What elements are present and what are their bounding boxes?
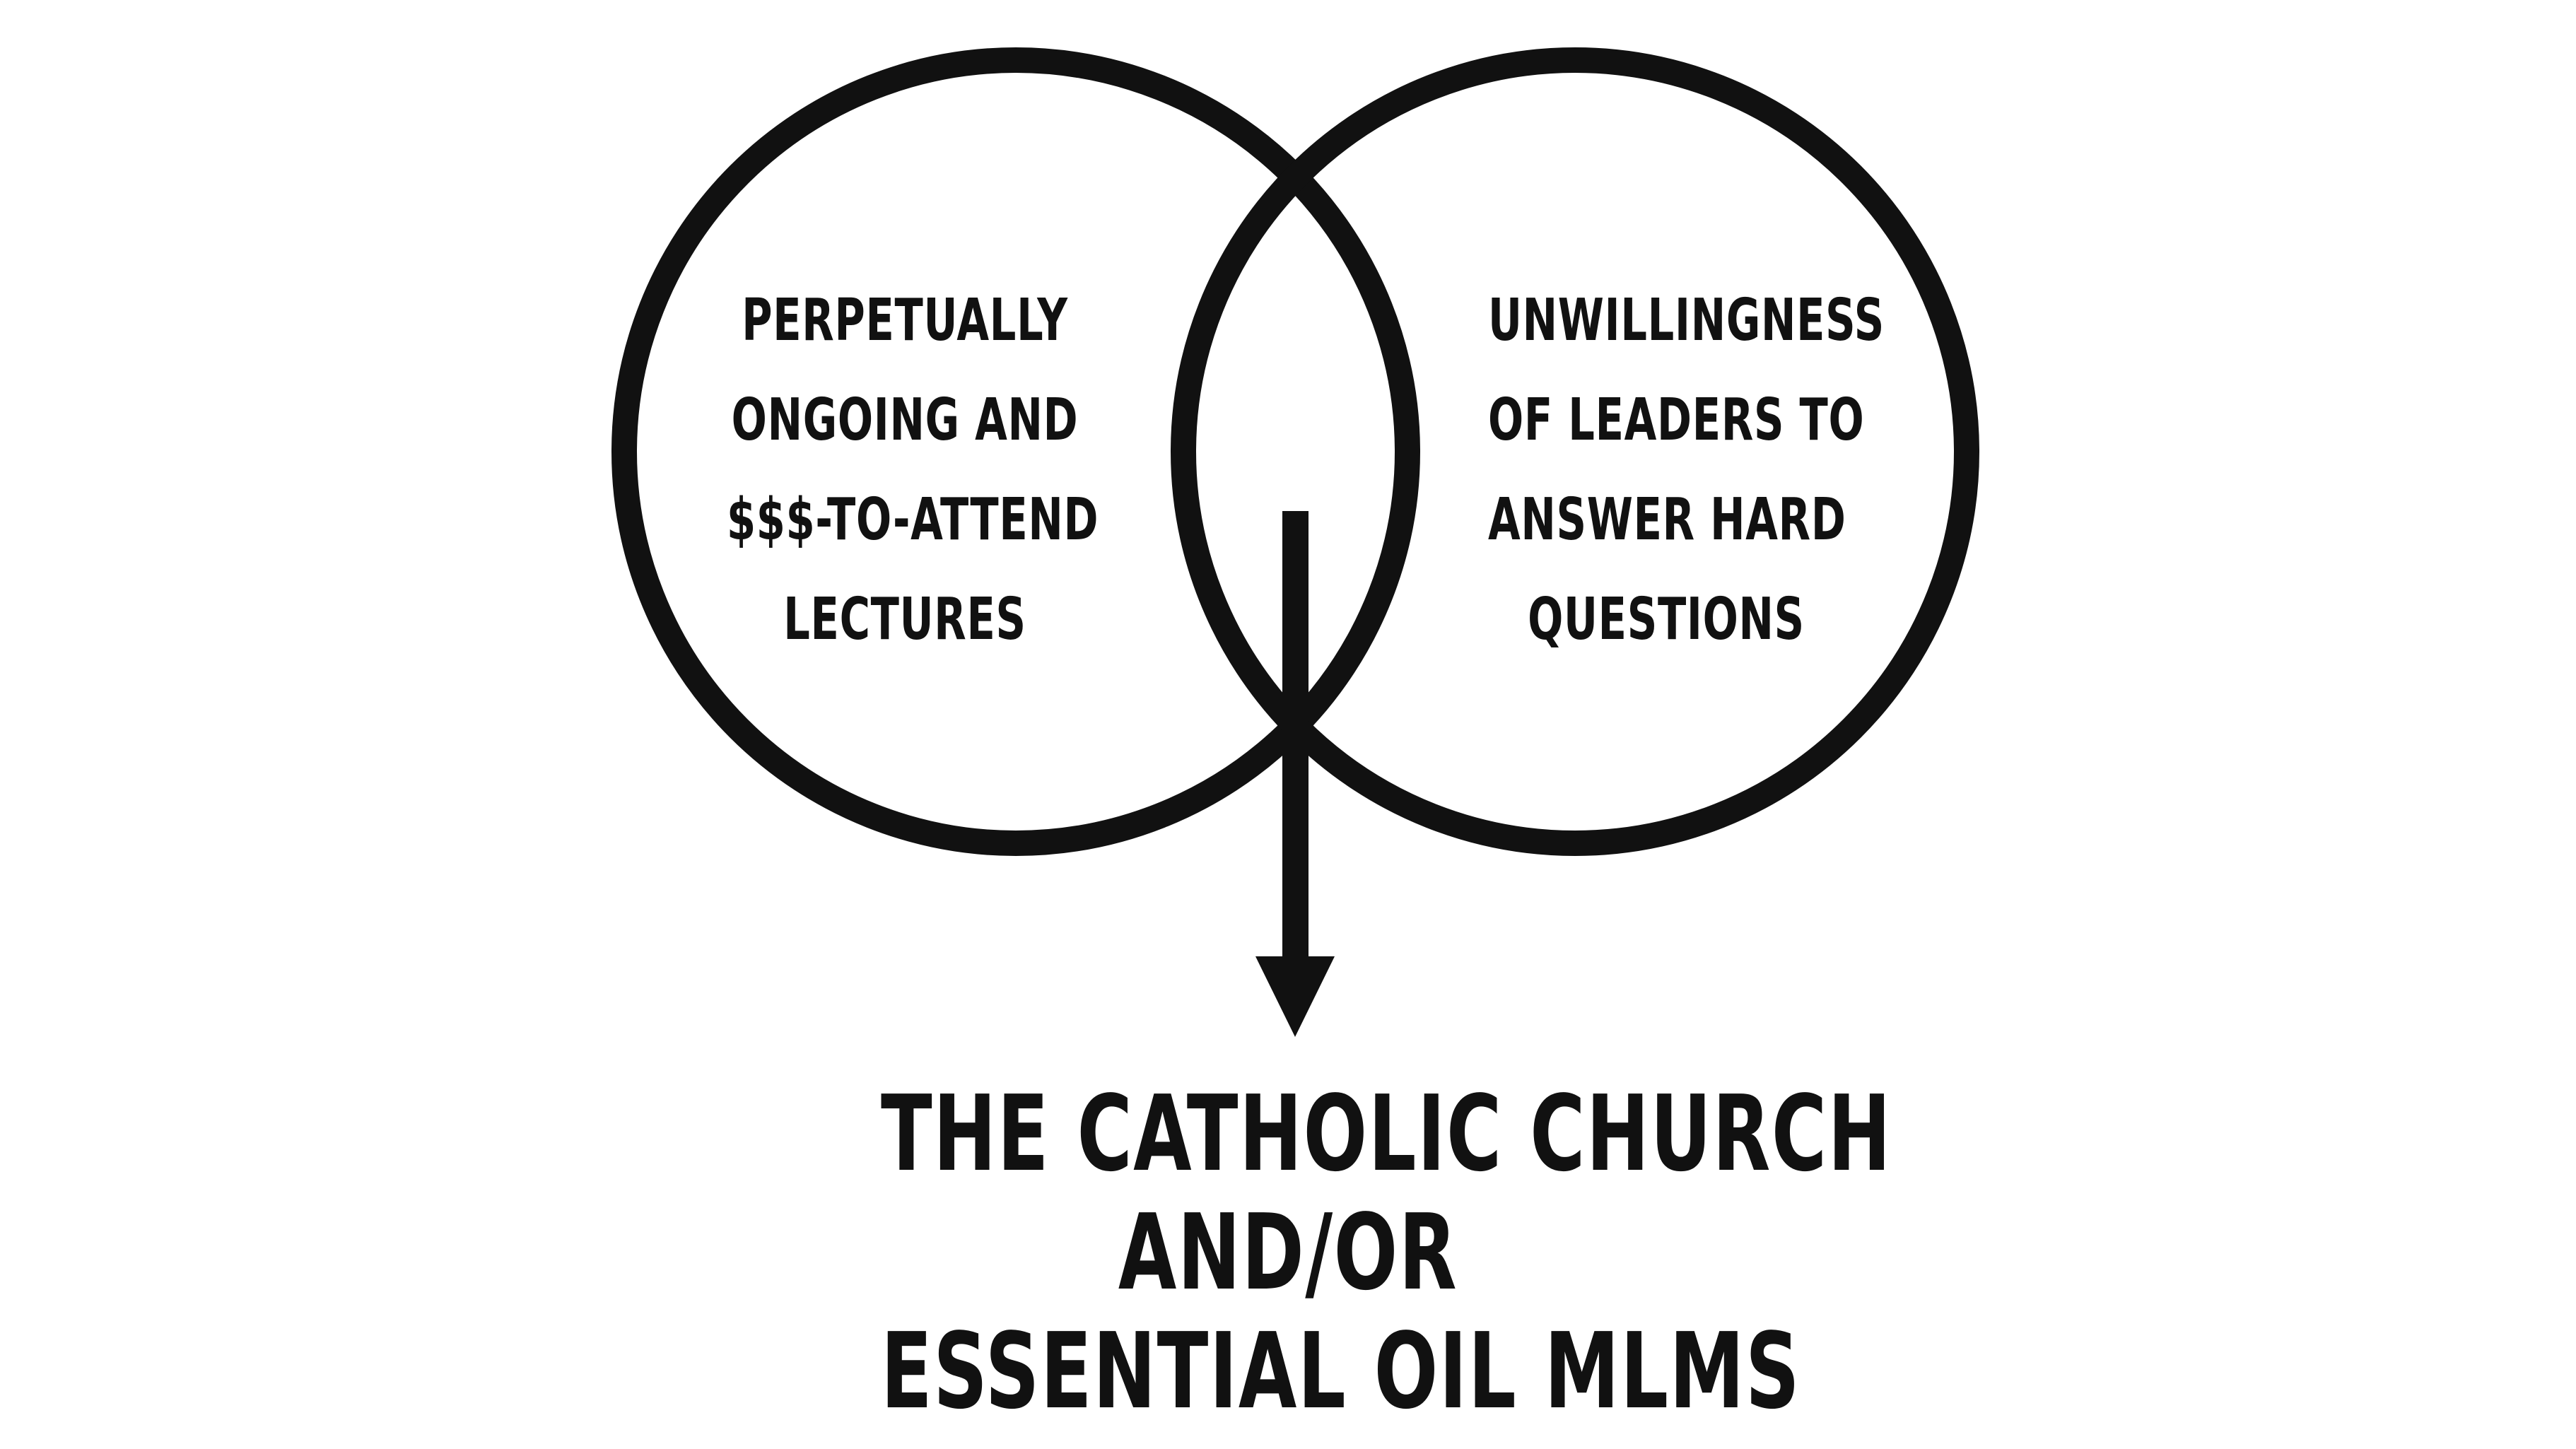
right-circle-text: UNWILLINGNESS OF LEADERS TO ANSWER HARD … bbox=[1488, 271, 1885, 669]
arrow-head bbox=[1255, 956, 1335, 1037]
right-circle-line: QUESTIONS bbox=[1528, 586, 1805, 653]
result-text: THE CATHOLIC CHURCH AND/OR ESSENTIAL OIL… bbox=[881, 1073, 1892, 1432]
left-circle-line: $$$-TO-ATTEND bbox=[727, 486, 1099, 553]
right-circle bbox=[1171, 47, 1979, 856]
left-circle-line: ONGOING AND bbox=[731, 387, 1079, 454]
left-circle bbox=[611, 47, 1420, 856]
left-circle-text: PERPETUALLY ONGOING AND $$$-TO-ATTEND LE… bbox=[727, 271, 1099, 669]
result-line: AND/OR bbox=[1118, 1192, 1458, 1313]
result-line: THE CATHOLIC CHURCH bbox=[881, 1073, 1892, 1195]
right-circle-line: OF LEADERS TO bbox=[1488, 387, 1865, 454]
arrow-shaft bbox=[1282, 511, 1309, 958]
left-circle-line: LECTURES bbox=[783, 586, 1026, 653]
right-circle-line: UNWILLINGNESS bbox=[1488, 287, 1885, 354]
left-circle-line: PERPETUALLY bbox=[742, 287, 1068, 354]
result-line: ESSENTIAL OIL MLMS bbox=[881, 1310, 1801, 1432]
right-circle-line: ANSWER HARD bbox=[1488, 486, 1846, 553]
